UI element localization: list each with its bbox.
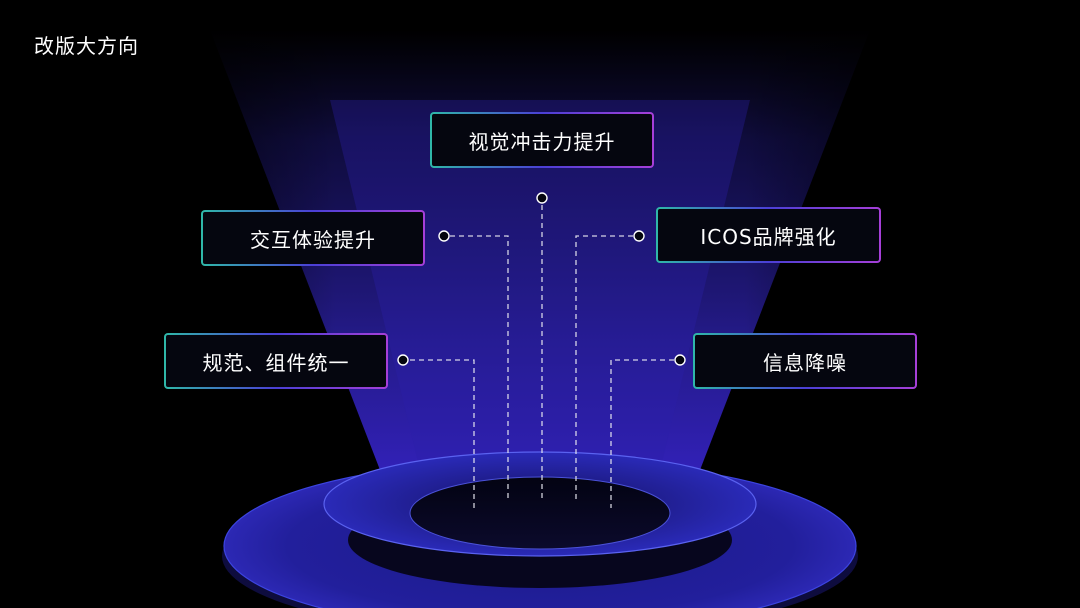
connectors [410,205,674,508]
page-title: 改版大方向 [34,34,139,58]
node-component-unification: 规范、组件统一 [164,333,388,389]
endpoint-right-upper [633,230,645,242]
endpoint-right-lower [674,354,686,366]
node-label: 视觉冲击力提升 [468,129,616,154]
connector-right-lower [610,359,674,508]
node-information-denoise: 信息降噪 [693,333,917,389]
connector-left-upper [450,235,509,500]
connector-right-upper [575,235,633,500]
node-label: ICOS品牌强化 [700,224,837,249]
endpoint-left-lower [397,354,409,366]
node-label: 规范、组件统一 [202,350,350,375]
node-label: 信息降噪 [763,350,847,375]
connector-endpoints [397,192,686,366]
inner-disc [409,476,671,550]
connector-left-lower [410,359,475,508]
node-label: 交互体验提升 [250,227,376,252]
node-interaction-experience: 交互体验提升 [201,210,425,266]
endpoint-left-upper [438,230,450,242]
node-visual-impact: 视觉冲击力提升 [430,112,654,168]
node-brand-enhancement: ICOS品牌强化 [656,207,881,263]
endpoint-top [536,192,548,204]
